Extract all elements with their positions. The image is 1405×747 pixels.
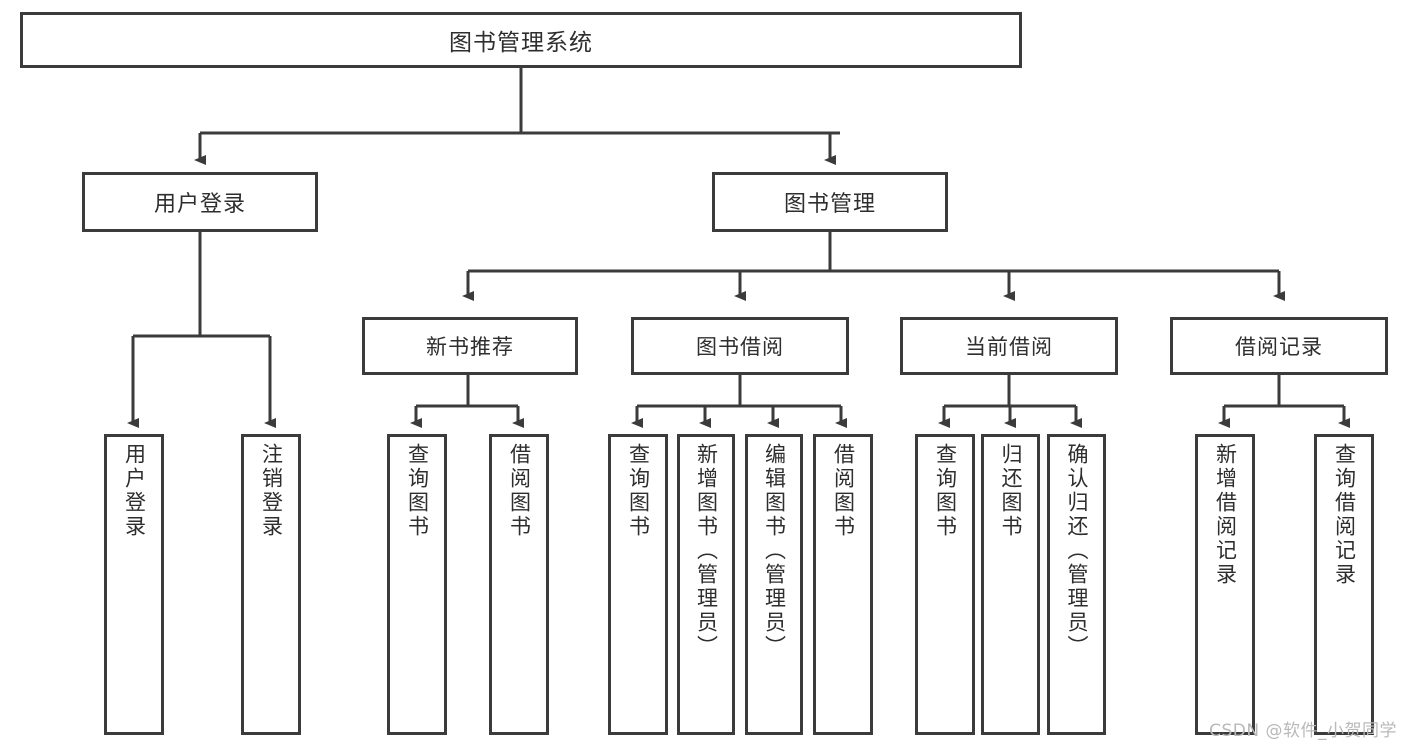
csdn-watermark: CSDN @软件_小贺同学 xyxy=(1209,721,1397,741)
leaf-current-confirm-return-label: 确认归还（管理员） xyxy=(1065,443,1089,659)
leaf-borrow-borrow-book-label: 借阅图书 xyxy=(831,443,856,539)
node-current-borrow[interactable]: 当前借阅 xyxy=(900,317,1118,375)
node-root-label: 图书管理系统 xyxy=(449,30,593,56)
leaf-record-query-label: 查询借阅记录 xyxy=(1332,443,1357,587)
leaf-current-return-book-label: 归还图书 xyxy=(999,443,1023,539)
node-book-management-label: 图书管理 xyxy=(783,192,876,217)
node-user-login[interactable]: 用户登录 xyxy=(82,172,318,232)
node-book-management[interactable]: 图书管理 xyxy=(712,172,948,232)
leaf-logout-label: 注销登录 xyxy=(259,443,284,539)
node-new-book-recommend-label: 新书推荐 xyxy=(426,335,514,359)
node-borrow-record-label: 借阅记录 xyxy=(1235,335,1323,359)
leaf-current-query-book-label: 查询图书 xyxy=(933,443,958,539)
node-borrow-record[interactable]: 借阅记录 xyxy=(1170,317,1388,375)
node-root[interactable]: 图书管理系统 xyxy=(20,12,1022,68)
leaf-borrow-add-book-label: 新增图书（管理员） xyxy=(694,443,719,659)
leaf-borrow-add-book[interactable]: 新增图书（管理员） xyxy=(677,434,735,735)
leaf-new-book-borrow[interactable]: 借阅图书 xyxy=(489,434,549,735)
node-book-borrow[interactable]: 图书借阅 xyxy=(631,317,849,375)
node-new-book-recommend[interactable]: 新书推荐 xyxy=(362,317,578,375)
leaf-current-return-book[interactable]: 归还图书 xyxy=(981,434,1040,735)
leaf-new-book-query-label: 查询图书 xyxy=(405,443,430,539)
leaf-borrow-edit-book[interactable]: 编辑图书（管理员） xyxy=(745,434,803,735)
leaf-record-add[interactable]: 新增借阅记录 xyxy=(1195,434,1255,735)
leaf-new-book-borrow-label: 借阅图书 xyxy=(507,443,532,539)
leaf-user-login-label: 用户登录 xyxy=(122,443,147,539)
node-book-borrow-label: 图书借阅 xyxy=(696,335,784,359)
node-current-borrow-label: 当前借阅 xyxy=(965,335,1053,359)
leaf-logout[interactable]: 注销登录 xyxy=(241,434,301,735)
leaf-record-query[interactable]: 查询借阅记录 xyxy=(1314,434,1374,735)
leaf-user-login[interactable]: 用户登录 xyxy=(104,434,164,735)
leaf-borrow-edit-book-label: 编辑图书（管理员） xyxy=(762,443,787,659)
leaf-borrow-query-book-label: 查询图书 xyxy=(626,443,651,539)
leaf-current-confirm-return[interactable]: 确认归还（管理员） xyxy=(1047,434,1106,735)
leaf-borrow-query-book[interactable]: 查询图书 xyxy=(608,434,668,735)
leaf-new-book-query[interactable]: 查询图书 xyxy=(387,434,447,735)
leaf-record-add-label: 新增借阅记录 xyxy=(1213,443,1238,587)
leaf-borrow-borrow-book[interactable]: 借阅图书 xyxy=(813,434,873,735)
leaf-current-query-book[interactable]: 查询图书 xyxy=(915,434,975,735)
node-user-login-label: 用户登录 xyxy=(153,192,246,217)
